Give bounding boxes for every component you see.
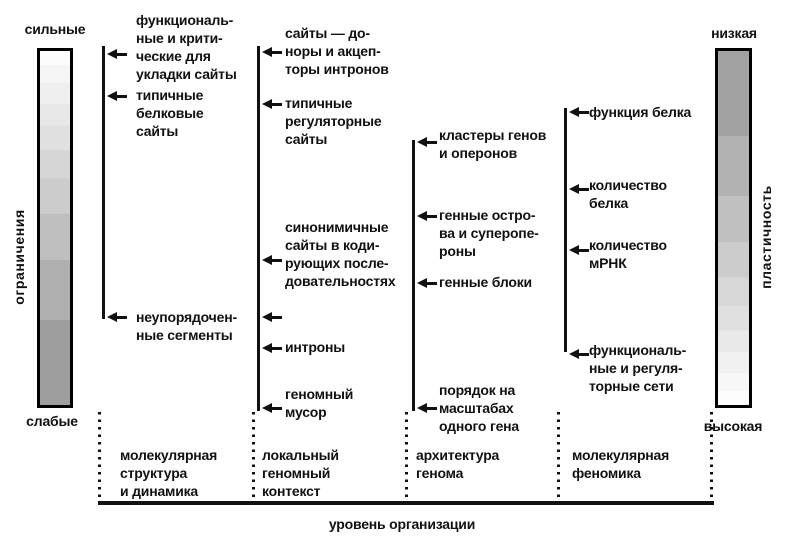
arrow-left-icon — [107, 312, 127, 322]
right-scale-bottom-label: высокая — [703, 418, 763, 434]
left-scale-bottom-label: слабые — [26, 413, 78, 429]
marker-label: кластеры генов и оперонов — [439, 127, 547, 161]
marker-label: неупорядочен- ные сегменты — [136, 309, 237, 343]
arrow-left-icon — [262, 403, 282, 413]
category-separator — [557, 412, 560, 502]
marker-label: функциональ- ные и крити- ческие для укл… — [136, 12, 237, 82]
marker-label: типичные регуляторные сайты — [285, 95, 382, 147]
level-line-3 — [412, 140, 415, 411]
right-scale-top-label: низкая — [711, 25, 757, 41]
level-line-2 — [257, 46, 260, 411]
category-label: локальный геномный контекст — [262, 447, 339, 499]
arrow-left-icon — [569, 245, 589, 255]
arrow-left-icon — [569, 349, 589, 359]
left-scale-top-label: сильные — [24, 21, 86, 37]
marker-label: функция белка — [589, 104, 692, 120]
arrow-left-icon — [262, 343, 282, 353]
marker-label: синонимичные сайты в коди- рующих после-… — [285, 219, 396, 289]
arrow-left-icon — [569, 184, 589, 194]
marker-label: геномный мусор — [285, 386, 354, 420]
marker-label: генные блоки — [439, 274, 532, 290]
marker-label: интроны — [285, 339, 346, 355]
category-separator — [710, 412, 713, 502]
arrow-left-icon — [417, 137, 437, 147]
marker-label: сайты — до- норы и акцеп- торы интронов — [285, 25, 389, 77]
marker-label: порядок на масштабах одного гена — [439, 382, 520, 434]
left-scale-axis-label: ограничения — [11, 209, 27, 305]
level-line-4 — [564, 108, 567, 352]
arrow-left-icon — [569, 107, 589, 117]
category-label: молекулярная структура и динамика — [120, 447, 218, 499]
marker-label: генные остро- ва и суперопе- роны — [439, 207, 539, 259]
arrow-left-icon — [417, 211, 437, 221]
x-axis-title: уровень организации — [328, 516, 476, 532]
arrow-left-icon — [107, 49, 127, 59]
right-scale-axis-label: пластичность — [758, 185, 774, 289]
plasticity-gradient-bar — [715, 48, 752, 408]
marker-label: количество мРНК — [589, 237, 667, 271]
category-label: архитектура генома — [416, 447, 500, 481]
category-label: молекулярная феномика — [572, 447, 670, 481]
constraints-gradient-bar — [37, 48, 73, 408]
arrow-left-icon — [262, 255, 282, 265]
x-axis-line — [98, 501, 714, 505]
arrow-left-icon — [417, 403, 437, 413]
arrow-left-icon — [417, 278, 437, 288]
category-separator — [405, 412, 408, 502]
arrow-left-icon — [262, 312, 282, 322]
marker-label: функциональ- ные и регуля- торные сети — [589, 342, 687, 394]
arrow-left-icon — [107, 91, 127, 101]
category-separator — [252, 412, 255, 502]
marker-label: типичные белковые сайты — [136, 87, 204, 139]
marker-label: количество белка — [589, 177, 667, 211]
arrow-left-icon — [262, 47, 282, 57]
category-separator — [98, 412, 101, 502]
arrow-left-icon — [262, 99, 282, 109]
level-line-1 — [102, 46, 105, 319]
